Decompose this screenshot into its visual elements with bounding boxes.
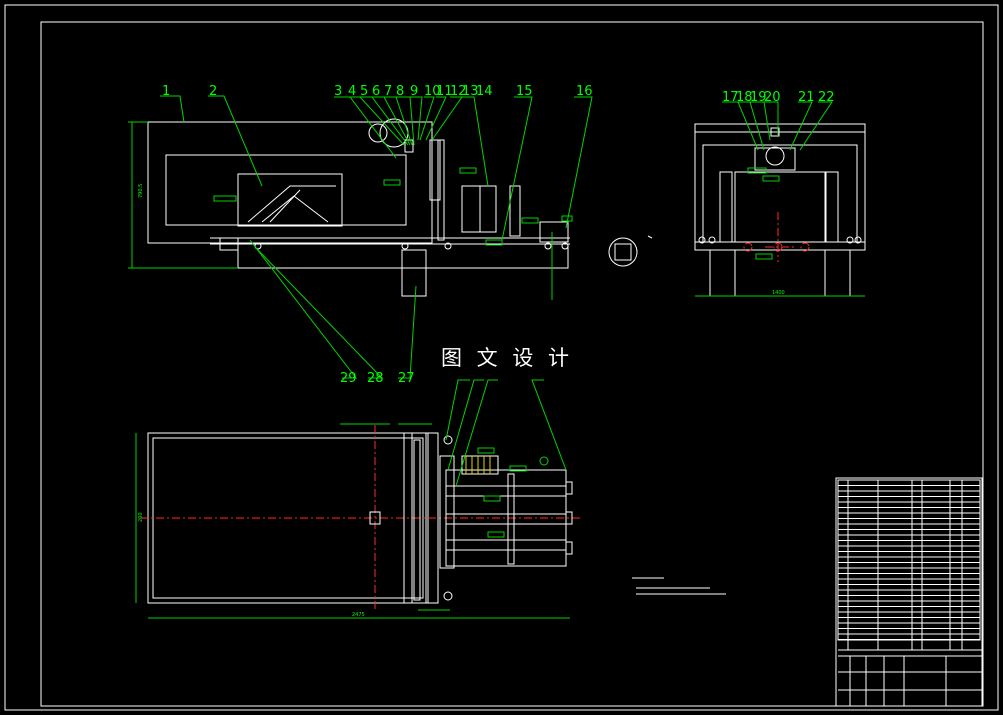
- note-box: [485, 239, 503, 246]
- part-label-1: 1: [162, 84, 170, 99]
- side-tank: [734, 171, 826, 243]
- plan-motor: [461, 455, 499, 475]
- part-label-10: 10: [424, 84, 441, 99]
- bolt: [444, 242, 452, 250]
- left-end-plate: [219, 237, 239, 251]
- hydraulic-cylinder-leg: [401, 249, 427, 297]
- frame-post: [437, 139, 445, 241]
- side-inner: [702, 144, 858, 243]
- section-symbol-inner: [614, 243, 632, 261]
- note-box: [561, 215, 573, 222]
- part-label-29: 29: [340, 371, 357, 386]
- note-box: [383, 179, 401, 186]
- valve-block: [404, 139, 414, 153]
- part-label-12: 12: [450, 84, 467, 99]
- part-label-16: 16: [576, 84, 593, 99]
- section-symbol-outer: [608, 237, 638, 267]
- part-label-5: 5: [360, 84, 368, 99]
- inner-border: [40, 21, 984, 707]
- front-leaders: [160, 95, 593, 379]
- side-leaders: [722, 101, 833, 151]
- part-label-3: 3: [334, 84, 342, 99]
- title-block: [835, 477, 983, 707]
- part-label-20: 20: [764, 90, 781, 105]
- part-label-6: 6: [372, 84, 380, 99]
- front-view: 790.5 1 2 3: [128, 84, 593, 386]
- side-view: 1400 17 18 19 20 21 22: [694, 90, 866, 297]
- side-motor: [754, 147, 796, 171]
- motor-circle: [368, 123, 388, 143]
- block-left: [461, 185, 481, 233]
- plan-dim-length-label: 2475: [352, 612, 365, 618]
- ram-linkage: [247, 185, 336, 223]
- plan-dim-width-label: 200: [138, 512, 144, 522]
- part-label-11: 11: [436, 84, 453, 99]
- part-label-28: 28: [367, 371, 384, 386]
- part-label-8: 8: [396, 84, 404, 99]
- block-right: [509, 185, 521, 237]
- outer-border: [4, 4, 999, 711]
- bolt: [401, 242, 409, 250]
- pipe-block: [429, 139, 441, 201]
- part-label-15: 15: [516, 84, 533, 99]
- tech-notes-box: [632, 576, 720, 598]
- part-label-4: 4: [348, 84, 356, 99]
- side-motor-circle: [765, 146, 785, 166]
- part-label-7: 7: [384, 84, 392, 99]
- bolt: [561, 242, 569, 250]
- part-label-2: 2: [209, 84, 217, 99]
- dim-height-label: 790.5: [138, 184, 144, 198]
- part-label-9: 9: [410, 84, 418, 99]
- block-mid: [479, 185, 497, 233]
- parts-list-rows: [838, 485, 980, 640]
- part-label-22: 22: [818, 90, 835, 105]
- end-bracket: [539, 221, 569, 243]
- part-label-14: 14: [476, 84, 493, 99]
- part-label-19: 19: [750, 90, 767, 105]
- part-label-21: 21: [798, 90, 815, 105]
- hopper-inner: [165, 154, 407, 226]
- part-label-17: 17: [722, 90, 739, 105]
- part-label-13: 13: [462, 84, 479, 99]
- part-label-27: 27: [398, 371, 415, 386]
- part-label-18: 18: [736, 90, 753, 105]
- side-dim-label: 1400: [772, 290, 785, 296]
- note-box: [459, 167, 477, 174]
- ram-block: [237, 173, 343, 227]
- note-box: [213, 195, 237, 202]
- side-base: [694, 241, 866, 251]
- hopper-frame: [147, 121, 433, 244]
- plan-leaders: [445, 379, 567, 487]
- bolt: [544, 242, 552, 250]
- note-box: [521, 217, 539, 224]
- plan-view: 2475 200: [135, 379, 726, 619]
- side-top-bolt: [770, 127, 780, 137]
- parts-list-frame: [835, 477, 983, 707]
- section-tick: [647, 235, 653, 239]
- watermark-text: 图 文 设 计: [441, 346, 573, 370]
